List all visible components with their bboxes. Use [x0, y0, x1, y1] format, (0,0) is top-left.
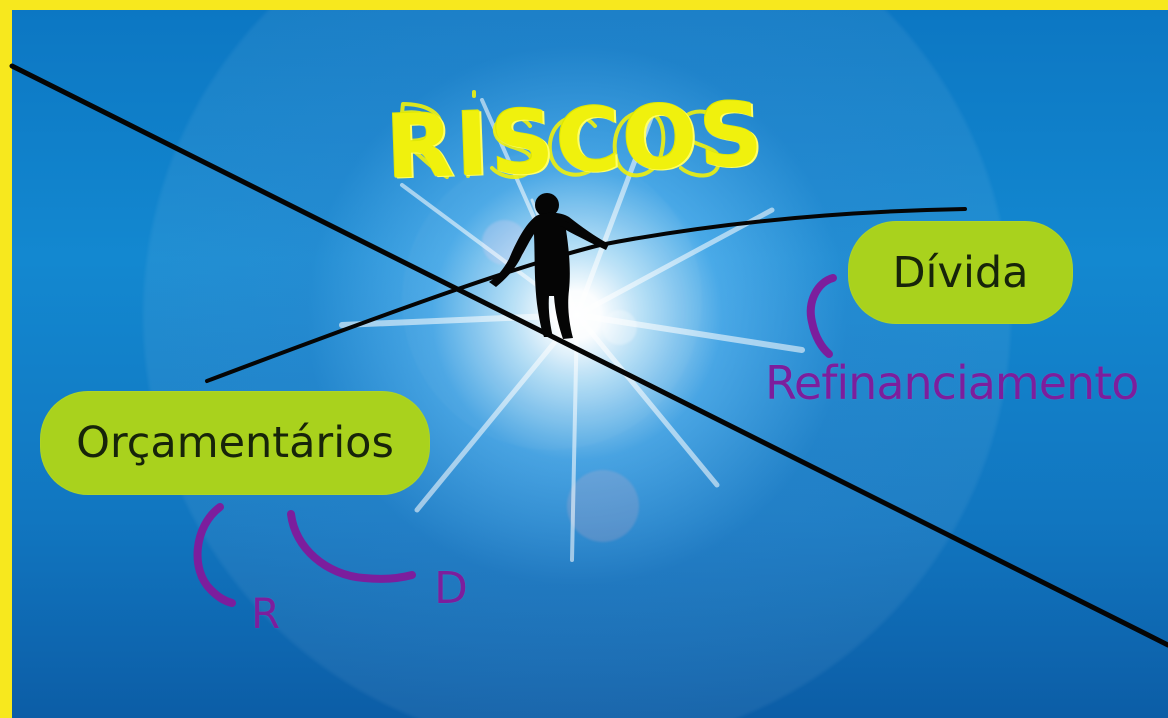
page-title: RISCOS [384, 82, 767, 199]
expense-label: D [434, 563, 468, 614]
budget-pill: Orçamentários [40, 391, 430, 495]
debt-pill: Dívida [848, 221, 1073, 324]
refinancing-label: Refinanciamento [765, 356, 1139, 410]
budget-label: Orçamentários [76, 418, 394, 468]
revenue-label: R [251, 589, 281, 638]
debt-label: Dívida [892, 247, 1029, 298]
